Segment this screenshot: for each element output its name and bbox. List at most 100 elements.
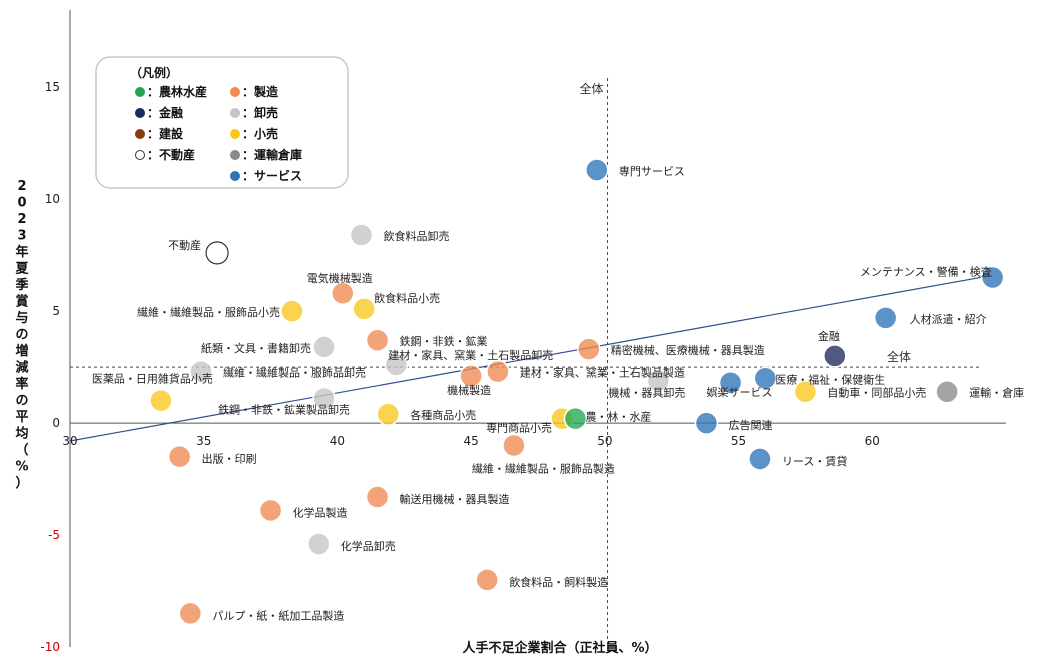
- data-point: [376, 402, 400, 426]
- data-point: [459, 364, 483, 388]
- point-label: 紙類・文具・書籍卸売: [201, 341, 311, 355]
- legend: （凡例） ：農林水産：金融：建設：不動産：製造：卸売：小売：運輸倉庫：サービス: [95, 56, 349, 189]
- x-tick-label: 50: [597, 434, 612, 448]
- x-tick-label: 30: [62, 434, 77, 448]
- x-tick-label: 35: [196, 434, 211, 448]
- legend-label: ：不動産: [147, 147, 195, 162]
- point-label: 精密機械、医療機械・器具製造: [611, 343, 765, 357]
- data-point: [189, 359, 213, 384]
- data-point: [205, 241, 229, 265]
- y-tick-label: 10: [45, 192, 60, 206]
- legend-label: ：サービス: [242, 168, 302, 183]
- x-tick-label: 60: [865, 434, 880, 448]
- data-point: [306, 532, 331, 556]
- legend-marker: [230, 150, 240, 160]
- point-label: 化学品製造: [293, 505, 348, 519]
- data-point: [502, 433, 526, 458]
- legend-label: ：製造: [242, 84, 279, 99]
- data-point: [258, 498, 283, 523]
- point-label: 電気機械製造: [307, 271, 373, 285]
- y-tick-label: 0: [52, 416, 60, 430]
- point-label: 金融: [818, 329, 840, 343]
- y-tick-label: -10: [40, 640, 60, 654]
- legend-marker: [230, 108, 240, 118]
- legend-marker: [230, 87, 240, 97]
- point-label: 不動産: [168, 238, 201, 252]
- point-label: 化学品卸売: [341, 539, 396, 553]
- data-point: [646, 368, 671, 393]
- legend-marker: [135, 108, 145, 118]
- point-label: 医療・福祉・保健衛生: [775, 372, 885, 386]
- data-points: [149, 158, 1005, 626]
- x-axis-title: 人手不足企業割合（正社員、%）: [462, 640, 657, 656]
- x-tick-label: 45: [464, 434, 479, 448]
- trendline-group: [69, 274, 993, 442]
- data-point: [718, 371, 743, 395]
- x-tick-label: 55: [731, 434, 746, 448]
- data-point: [149, 388, 173, 413]
- legend-marker: [230, 171, 240, 181]
- point-label: メンテナンス・警備・検査: [860, 265, 992, 279]
- data-point: [694, 411, 719, 435]
- legend-label: ：小売: [242, 126, 278, 141]
- x-tick-label: 40: [330, 434, 345, 448]
- legend-marker: [135, 129, 145, 139]
- legend-label: ：卸売: [242, 105, 278, 120]
- data-point: [167, 444, 192, 469]
- point-label: 輸送用機械・器具製造: [400, 492, 510, 506]
- point-label: 農・林・水産: [585, 410, 651, 424]
- data-point: [935, 379, 959, 404]
- point-label: 機械製造: [447, 383, 491, 397]
- point-label: 飲食料品小売: [374, 291, 440, 305]
- data-point: [365, 485, 390, 509]
- legend-title: （凡例）: [130, 65, 178, 80]
- trendline: [69, 274, 993, 442]
- x-tick-labels: 30 35 40 45 50 55 60: [62, 434, 880, 448]
- data-point: [793, 379, 818, 404]
- legend-box: [95, 56, 349, 189]
- point-label: 繊維・繊維製品・服飾品製造: [472, 461, 615, 475]
- legend-label: ：建設: [147, 126, 184, 141]
- data-point: [312, 335, 336, 359]
- legend-label: ：金融: [147, 105, 183, 120]
- data-point: [349, 223, 374, 247]
- y-tick-labels: -10 -5 0 5 10 15: [40, 80, 60, 654]
- data-point: [312, 386, 336, 411]
- point-label: 飲食料品卸売: [383, 229, 449, 243]
- overall-x-reference-label: 全体: [580, 81, 604, 96]
- data-point: [352, 297, 376, 321]
- data-point: [980, 265, 1005, 290]
- point-label: リース・賃貸: [782, 454, 847, 468]
- point-label: 専門商品小売: [486, 421, 552, 435]
- point-label: 機械・器具卸売: [608, 386, 685, 400]
- point-label: 出版・印刷: [202, 452, 257, 466]
- data-point: [823, 344, 847, 368]
- point-label: 運輸・倉庫: [969, 386, 1024, 400]
- y-tick-label: 15: [45, 80, 60, 94]
- point-label: 繊維・繊維製品・服飾品卸売: [223, 366, 366, 380]
- data-point: [475, 568, 499, 592]
- point-label: パルプ・紙・紙加工品製造: [212, 608, 344, 622]
- overall-y-reference-label: 全体: [887, 349, 911, 364]
- point-label: 自動車・同部品小売: [827, 386, 926, 400]
- data-point: [585, 158, 609, 182]
- data-point: [748, 447, 772, 471]
- y-tick-label: 5: [52, 304, 60, 318]
- data-point: [486, 359, 510, 384]
- legend-marker: [135, 150, 145, 160]
- data-point: [563, 406, 588, 431]
- data-point: [331, 281, 355, 305]
- point-label: 飲食料品・飼料製造: [509, 575, 608, 589]
- y-tick-label: -5: [48, 528, 60, 542]
- point-label: 建材・家具、窯業・土石製品卸売: [388, 348, 553, 362]
- point-label: 娯楽サービス: [707, 385, 773, 399]
- point-label: 専門サービス: [619, 165, 685, 178]
- point-label: 広告関連: [728, 418, 772, 432]
- data-point: [873, 306, 898, 330]
- data-point: [178, 601, 203, 626]
- point-label: 人材派遣・紹介: [910, 312, 987, 326]
- data-point: [365, 328, 390, 352]
